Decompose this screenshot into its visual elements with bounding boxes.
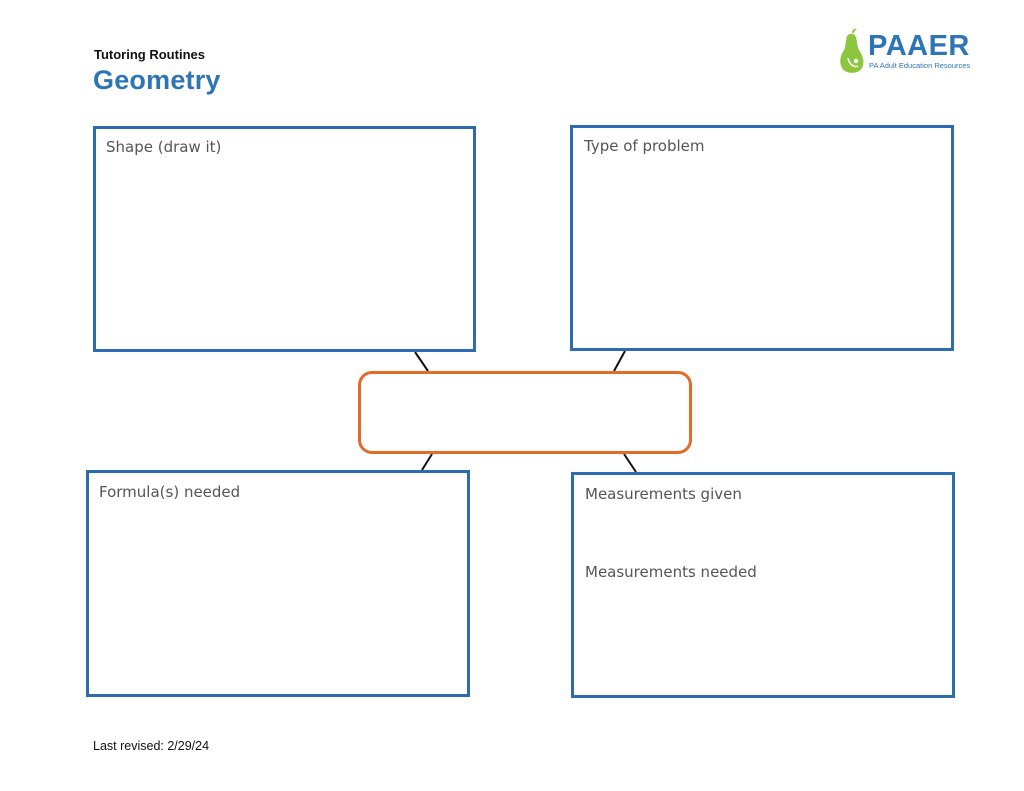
measurements-box[interactable]: Measurements given Measurements needed xyxy=(571,472,955,698)
formula-label: Formula(s) needed xyxy=(99,483,241,501)
problem-type-label: Type of problem xyxy=(584,137,705,155)
paaer-logo: PAAER PA Adult Education Resources xyxy=(836,28,986,78)
connector-measurements xyxy=(623,453,637,473)
connector-shape xyxy=(414,351,429,372)
logo-tagline: PA Adult Education Resources xyxy=(869,61,971,70)
last-revised: Last revised: 2/29/24 xyxy=(93,739,210,753)
measurements-needed-label: Measurements needed xyxy=(585,563,757,581)
shape-box[interactable]: Shape (draw it) xyxy=(93,126,476,352)
connector-formula xyxy=(421,453,433,471)
measurements-given-label: Measurements given xyxy=(585,485,742,503)
problem-type-box[interactable]: Type of problem xyxy=(570,125,954,351)
logo-name: PAAER xyxy=(868,30,970,62)
connector-type xyxy=(613,350,626,372)
shape-label: Shape (draw it) xyxy=(106,138,222,156)
page-subtitle: Tutoring Routines xyxy=(94,47,205,62)
page-title: Geometry xyxy=(93,65,221,95)
formula-box[interactable]: Formula(s) needed xyxy=(86,470,470,697)
center-box[interactable] xyxy=(358,371,692,454)
pear-icon xyxy=(840,28,864,73)
